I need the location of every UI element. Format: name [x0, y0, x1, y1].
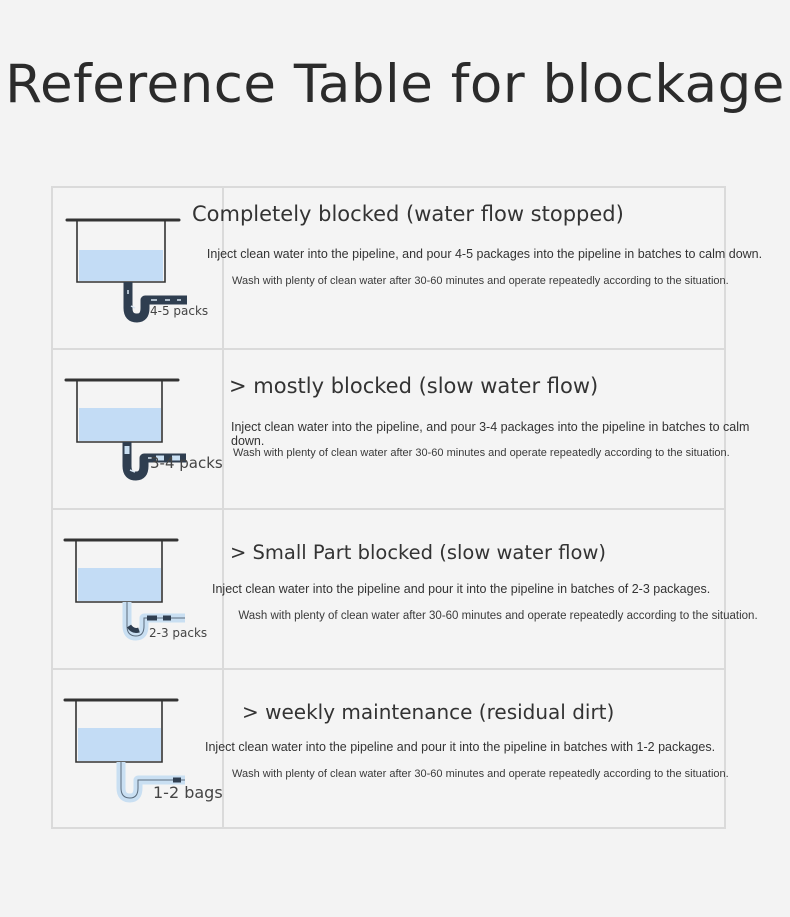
washing-note: Wash with plenty of clean water after 30…	[233, 447, 730, 459]
blockage-reference-table: 4-5 packs Completely blocked (water flow…	[51, 186, 762, 829]
dosage-label: 2-3 packs	[149, 626, 208, 640]
dosage-label: 3-4 packs	[150, 454, 223, 472]
washing-note: Wash with plenty of clean water after 30…	[238, 610, 758, 622]
row-heading: > mostly blocked (slow water flow)	[229, 374, 599, 398]
dosage-label: 4-5 packs	[150, 304, 209, 318]
instruction-text: Inject clean water into the pipeline and…	[205, 740, 716, 754]
column-divider	[222, 670, 224, 829]
table-row: 2-3 packs > Small Part blocked (slow wat…	[53, 510, 758, 670]
partially-clogged-sink-icon	[64, 378, 186, 481]
washing-note: Wash with plenty of clean water after 30…	[232, 768, 729, 780]
instruction-text: Inject clean water into the pipeline and…	[212, 582, 711, 596]
dosage-label: 1-2 bags	[153, 783, 223, 802]
instruction-text: Inject clean water into the pipeline, an…	[206, 247, 763, 261]
instruction-text: Inject clean water into the pipeline, an…	[231, 420, 750, 448]
clogged-sink-icon	[65, 218, 187, 323]
page-title: Reference Table for blockage	[5, 54, 785, 115]
table-row: 4-5 packs Completely blocked (water flow…	[53, 188, 762, 350]
column-divider	[222, 188, 224, 348]
washing-note: Wash with plenty of clean water after 30…	[232, 275, 729, 287]
row-heading: Completely blocked (water flow stopped)	[192, 202, 624, 226]
table-row: 3-4 packs > mostly blocked (slow water f…	[53, 350, 749, 510]
table-row: 1-2 bags > weekly maintenance (residual …	[53, 670, 729, 829]
clean-sink-icon	[63, 698, 185, 803]
row-heading: > Small Part blocked (slow water flow)	[230, 541, 606, 564]
lightly-clogged-sink-icon	[63, 538, 185, 641]
column-divider	[222, 350, 224, 508]
row-heading: > weekly maintenance (residual dirt)	[242, 700, 615, 724]
column-divider	[222, 510, 224, 668]
